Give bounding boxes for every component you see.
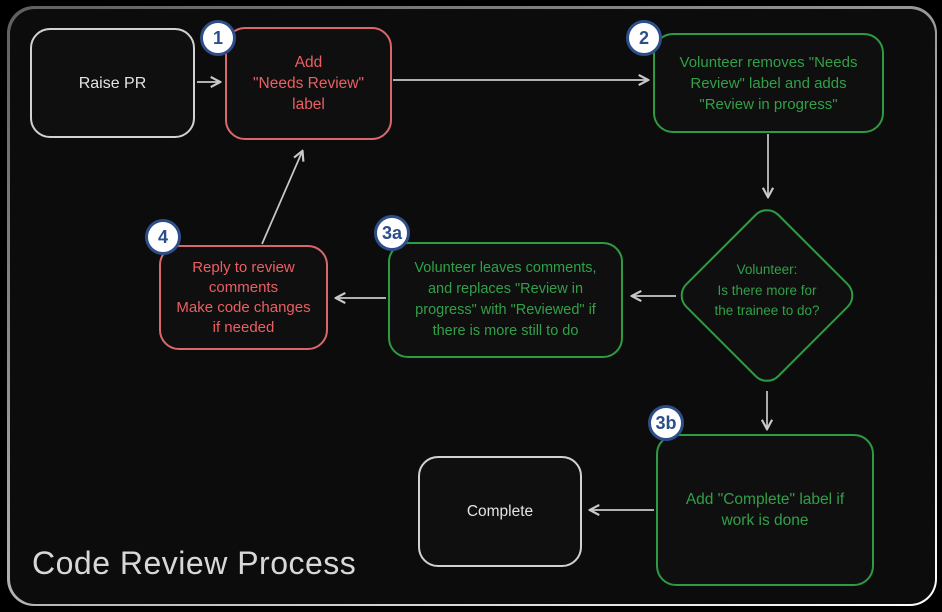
step-badge-2: 2	[626, 20, 662, 56]
node-reply-to-review-comments-text: Reply to review comments Make code chang…	[176, 258, 311, 336]
step-badge-4: 4	[145, 219, 181, 255]
node-complete-label: Complete	[466, 503, 534, 520]
node-add-complete-label: Add "Complete" label if work is done	[656, 434, 874, 586]
step-badge-3a: 3a	[374, 215, 410, 251]
node-add-needs-review-label-text: Add "Needs Review" label	[253, 54, 364, 113]
node-raise-pr-label: Raise PR	[78, 74, 147, 92]
step-badge-3b: 3b	[648, 405, 684, 441]
diagram-title: Code Review Process	[32, 545, 357, 581]
node-volunteer-leaves-comments: Volunteer leaves comments, and replaces …	[388, 242, 623, 358]
node-raise-pr: Raise PR	[30, 28, 195, 138]
node-add-complete-label-text: Add "Complete" label if work is done	[685, 491, 845, 529]
node-volunteer-removes-needs-review: Volunteer removes "Needs Review" label a…	[653, 33, 884, 133]
node-volunteer-removes-needs-review-text: Volunteer removes "Needs Review" label a…	[679, 53, 858, 113]
step-badge-1: 1	[200, 20, 236, 56]
node-decision-text: Volunteer: Is there more for the trainee…	[714, 262, 820, 318]
node-volunteer-leaves-comments-text: Volunteer leaves comments, and replaces …	[414, 260, 597, 339]
node-complete: Complete	[418, 456, 582, 567]
node-add-needs-review-label: Add "Needs Review" label	[225, 27, 392, 140]
node-reply-to-review-comments: Reply to review comments Make code chang…	[159, 245, 328, 350]
